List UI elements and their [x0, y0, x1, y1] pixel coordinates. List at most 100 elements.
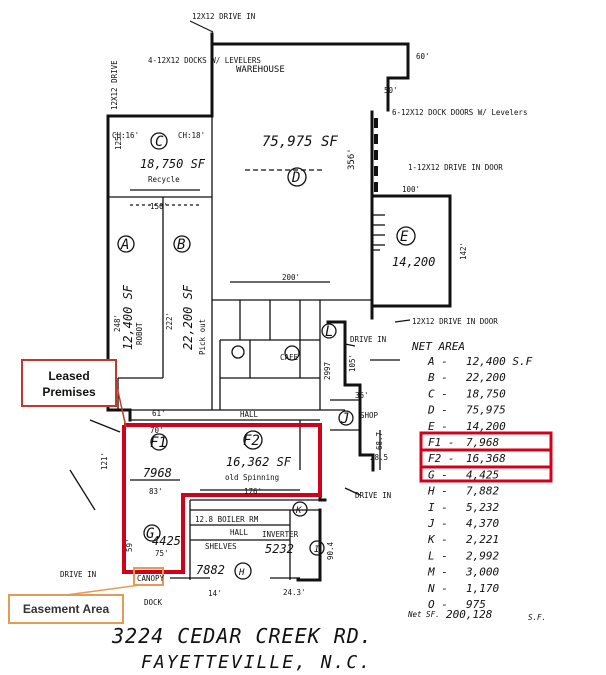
section-a-dims: 248'	[113, 314, 122, 332]
leased-premises-outline	[122, 423, 322, 574]
dim-356: 356'	[347, 148, 357, 170]
net-area-value: 14,200	[466, 420, 506, 433]
section-f2-dim: 176'	[244, 487, 262, 496]
net-area-title: NET AREA	[411, 340, 465, 353]
net-area-key: A -	[427, 355, 448, 368]
boiler-label: 12.8 BOILER RM	[195, 515, 259, 524]
section-i-sub: INVERTER	[262, 530, 299, 539]
net-area-value: 16,368	[466, 452, 506, 465]
section-e-area: 14,200	[392, 255, 435, 269]
dim-125: 125'	[114, 132, 123, 150]
net-area-key: H -	[427, 485, 448, 498]
dim-105: 105'	[348, 354, 357, 372]
easement-area-callout: Easement Area	[8, 594, 124, 624]
section-f1-letter: F1	[150, 435, 167, 451]
section-b-area: 22,200 SF	[181, 284, 195, 350]
easement-outline	[133, 567, 164, 586]
leased-premises-callout: Leased Premises	[21, 359, 117, 407]
section-a-robot: ROBOT	[135, 322, 144, 345]
drive-in-label: DRIVE IN	[350, 335, 386, 344]
dim-24: 24.3'	[283, 588, 306, 597]
shop-label: SHOP	[360, 411, 379, 420]
net-area-value: 75,975	[466, 404, 506, 417]
section-k-letter: K	[295, 506, 302, 516]
section-d-area: 75,975 SF	[262, 134, 338, 150]
net-area-highlights	[419, 431, 553, 483]
net-area-key: B -	[428, 371, 448, 384]
section-e-letter: E	[400, 229, 409, 245]
section-d-letter: D	[291, 170, 300, 186]
dim-150: 150'	[150, 202, 168, 211]
net-total-unit: S.F.	[528, 613, 546, 622]
net-area-key: M -	[427, 566, 448, 579]
section-h-area: 7882	[196, 563, 225, 577]
top-drive-label: 12X12 DRIVE IN	[192, 12, 255, 21]
dim-100: 100'	[402, 185, 420, 194]
section-g-area: 4425	[152, 534, 181, 548]
dim-50: 50'	[384, 86, 398, 95]
dim-121: 121'	[100, 452, 109, 470]
docks-c-label: 4-12X12 DOCKS W/ LEVELERS	[148, 56, 261, 65]
dock-doors-label: 6-12X12 DOCK DOORS W/ Levelers	[392, 108, 527, 117]
drive-in-canopy-label: DRIVE IN	[60, 570, 96, 579]
drive-e-label: 1-12X12 DRIVE IN DOOR	[408, 163, 503, 172]
section-f1-area: 7968	[143, 466, 172, 480]
net-area-key: K -	[427, 533, 448, 546]
section-h-letter: H	[238, 568, 245, 578]
dock-label: DOCK	[144, 598, 163, 607]
address-line-1: 3224 CEDAR CREEK RD.	[112, 624, 373, 648]
dim-14: 14'	[208, 589, 222, 598]
net-area-key: D -	[427, 404, 448, 417]
net-area-value: 4,425	[466, 468, 499, 481]
drive-in2-label: DRIVE IN	[355, 491, 391, 500]
section-l-letter: L	[325, 324, 333, 340]
section-a-area: 12,400 SF	[121, 284, 135, 350]
section-markers	[117, 132, 416, 580]
dim-68: 68.7	[375, 432, 384, 450]
net-area-value: 3,000	[465, 566, 499, 579]
section-c-ch1: CH:16'	[112, 131, 139, 140]
section-f2-letter: F2	[243, 433, 260, 449]
leased-connector	[116, 386, 127, 428]
section-b-sub: Pick out	[198, 319, 207, 355]
section-g-dim: 75'	[155, 549, 169, 558]
warehouse-label: WAREHOUSE	[236, 65, 285, 75]
dim-142: 142'	[459, 242, 468, 260]
interior-walls	[69, 116, 411, 580]
section-f2-sub: old Spinning	[225, 473, 279, 482]
net-area-key: O -	[428, 598, 448, 611]
section-f1-dim2: 70'	[150, 426, 164, 435]
net-area-key: F2 -	[428, 452, 455, 465]
dim-60: 60'	[416, 52, 430, 61]
easement-connector	[65, 584, 141, 596]
section-f1-dim: 83'	[149, 487, 163, 496]
net-area-value: 1,170	[466, 582, 499, 595]
net-area-key: E -	[428, 420, 448, 433]
section-a-letter: A	[120, 237, 129, 253]
dim-90: 90.4	[326, 541, 335, 560]
net-area-key: I -	[428, 501, 448, 514]
net-area-key: N -	[427, 582, 448, 595]
section-c-area: 18,750 SF	[140, 157, 206, 171]
address-line-2: FAYETTEVILLE, N.C.	[141, 652, 373, 673]
k-hall-label: HALL	[230, 528, 249, 537]
net-area-value: 2,221	[466, 533, 499, 546]
dim-59: 59'	[125, 538, 134, 552]
net-area-key: J -	[427, 517, 448, 530]
net-area-value: 7,968	[466, 436, 499, 449]
net-area-value: 12,400 S.F	[466, 355, 533, 368]
net-area-value: 7,882	[466, 485, 499, 498]
net-total-label: Net SF.	[407, 610, 440, 619]
section-j-letter: J	[340, 411, 349, 427]
net-area-value: 22,200	[466, 371, 506, 384]
net-area-value: 5,232	[466, 501, 499, 514]
drive-bottom-e-label: 12X12 DRIVE IN DOOR	[412, 317, 498, 326]
dim-61: 61'	[152, 409, 166, 418]
dim-36: 36'	[355, 391, 369, 400]
net-area-value: 2,992	[466, 549, 499, 562]
net-area-value: 975	[466, 598, 486, 611]
net-area-value: 4,370	[466, 517, 499, 530]
